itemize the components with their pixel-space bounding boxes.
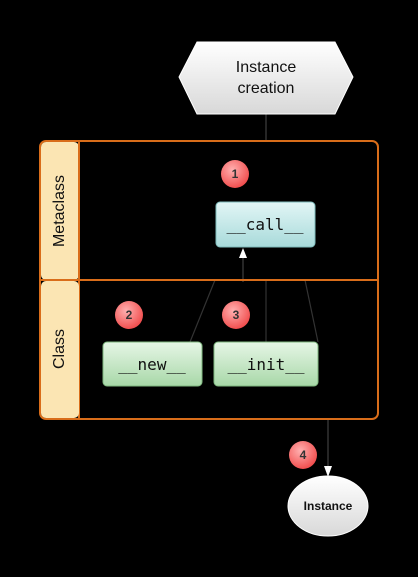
step-badge-3: 3 <box>222 301 250 329</box>
connector-call-to-new <box>189 279 216 343</box>
new-method-node: __new__ <box>102 341 203 387</box>
step-badge-4-label: 4 <box>300 448 307 462</box>
class-lane-label: Class <box>51 329 68 369</box>
arrowhead-into-call <box>239 248 247 258</box>
init-method-label: __init__ <box>227 355 304 374</box>
instance-creation-line2: creation <box>238 80 295 97</box>
step-badge-2-label: 2 <box>126 308 133 322</box>
instance-node: Instance <box>287 475 369 537</box>
init-method-node: __init__ <box>213 341 319 387</box>
swimlane-container: Metaclass Class <box>39 140 379 420</box>
instance-creation-line1: Instance <box>236 59 297 76</box>
new-method-label: __new__ <box>118 355 186 374</box>
instance-creation-node: Instance creation <box>178 41 354 115</box>
call-method-node: __call__ <box>215 201 316 248</box>
connector-init-return <box>304 279 319 343</box>
arrowhead-into-instance <box>324 466 332 477</box>
instance-label: Instance <box>304 499 353 513</box>
metaclass-lane-label: Metaclass <box>51 175 68 247</box>
metaclass-lane-header <box>41 142 79 280</box>
step-badge-3-label: 3 <box>233 308 240 322</box>
call-method-label: __call__ <box>226 215 303 234</box>
class-lane-header <box>41 281 79 418</box>
step-badge-1: 1 <box>221 160 249 188</box>
step-badge-1-label: 1 <box>232 167 239 181</box>
step-badge-4: 4 <box>289 441 317 469</box>
step-badge-2: 2 <box>115 301 143 329</box>
